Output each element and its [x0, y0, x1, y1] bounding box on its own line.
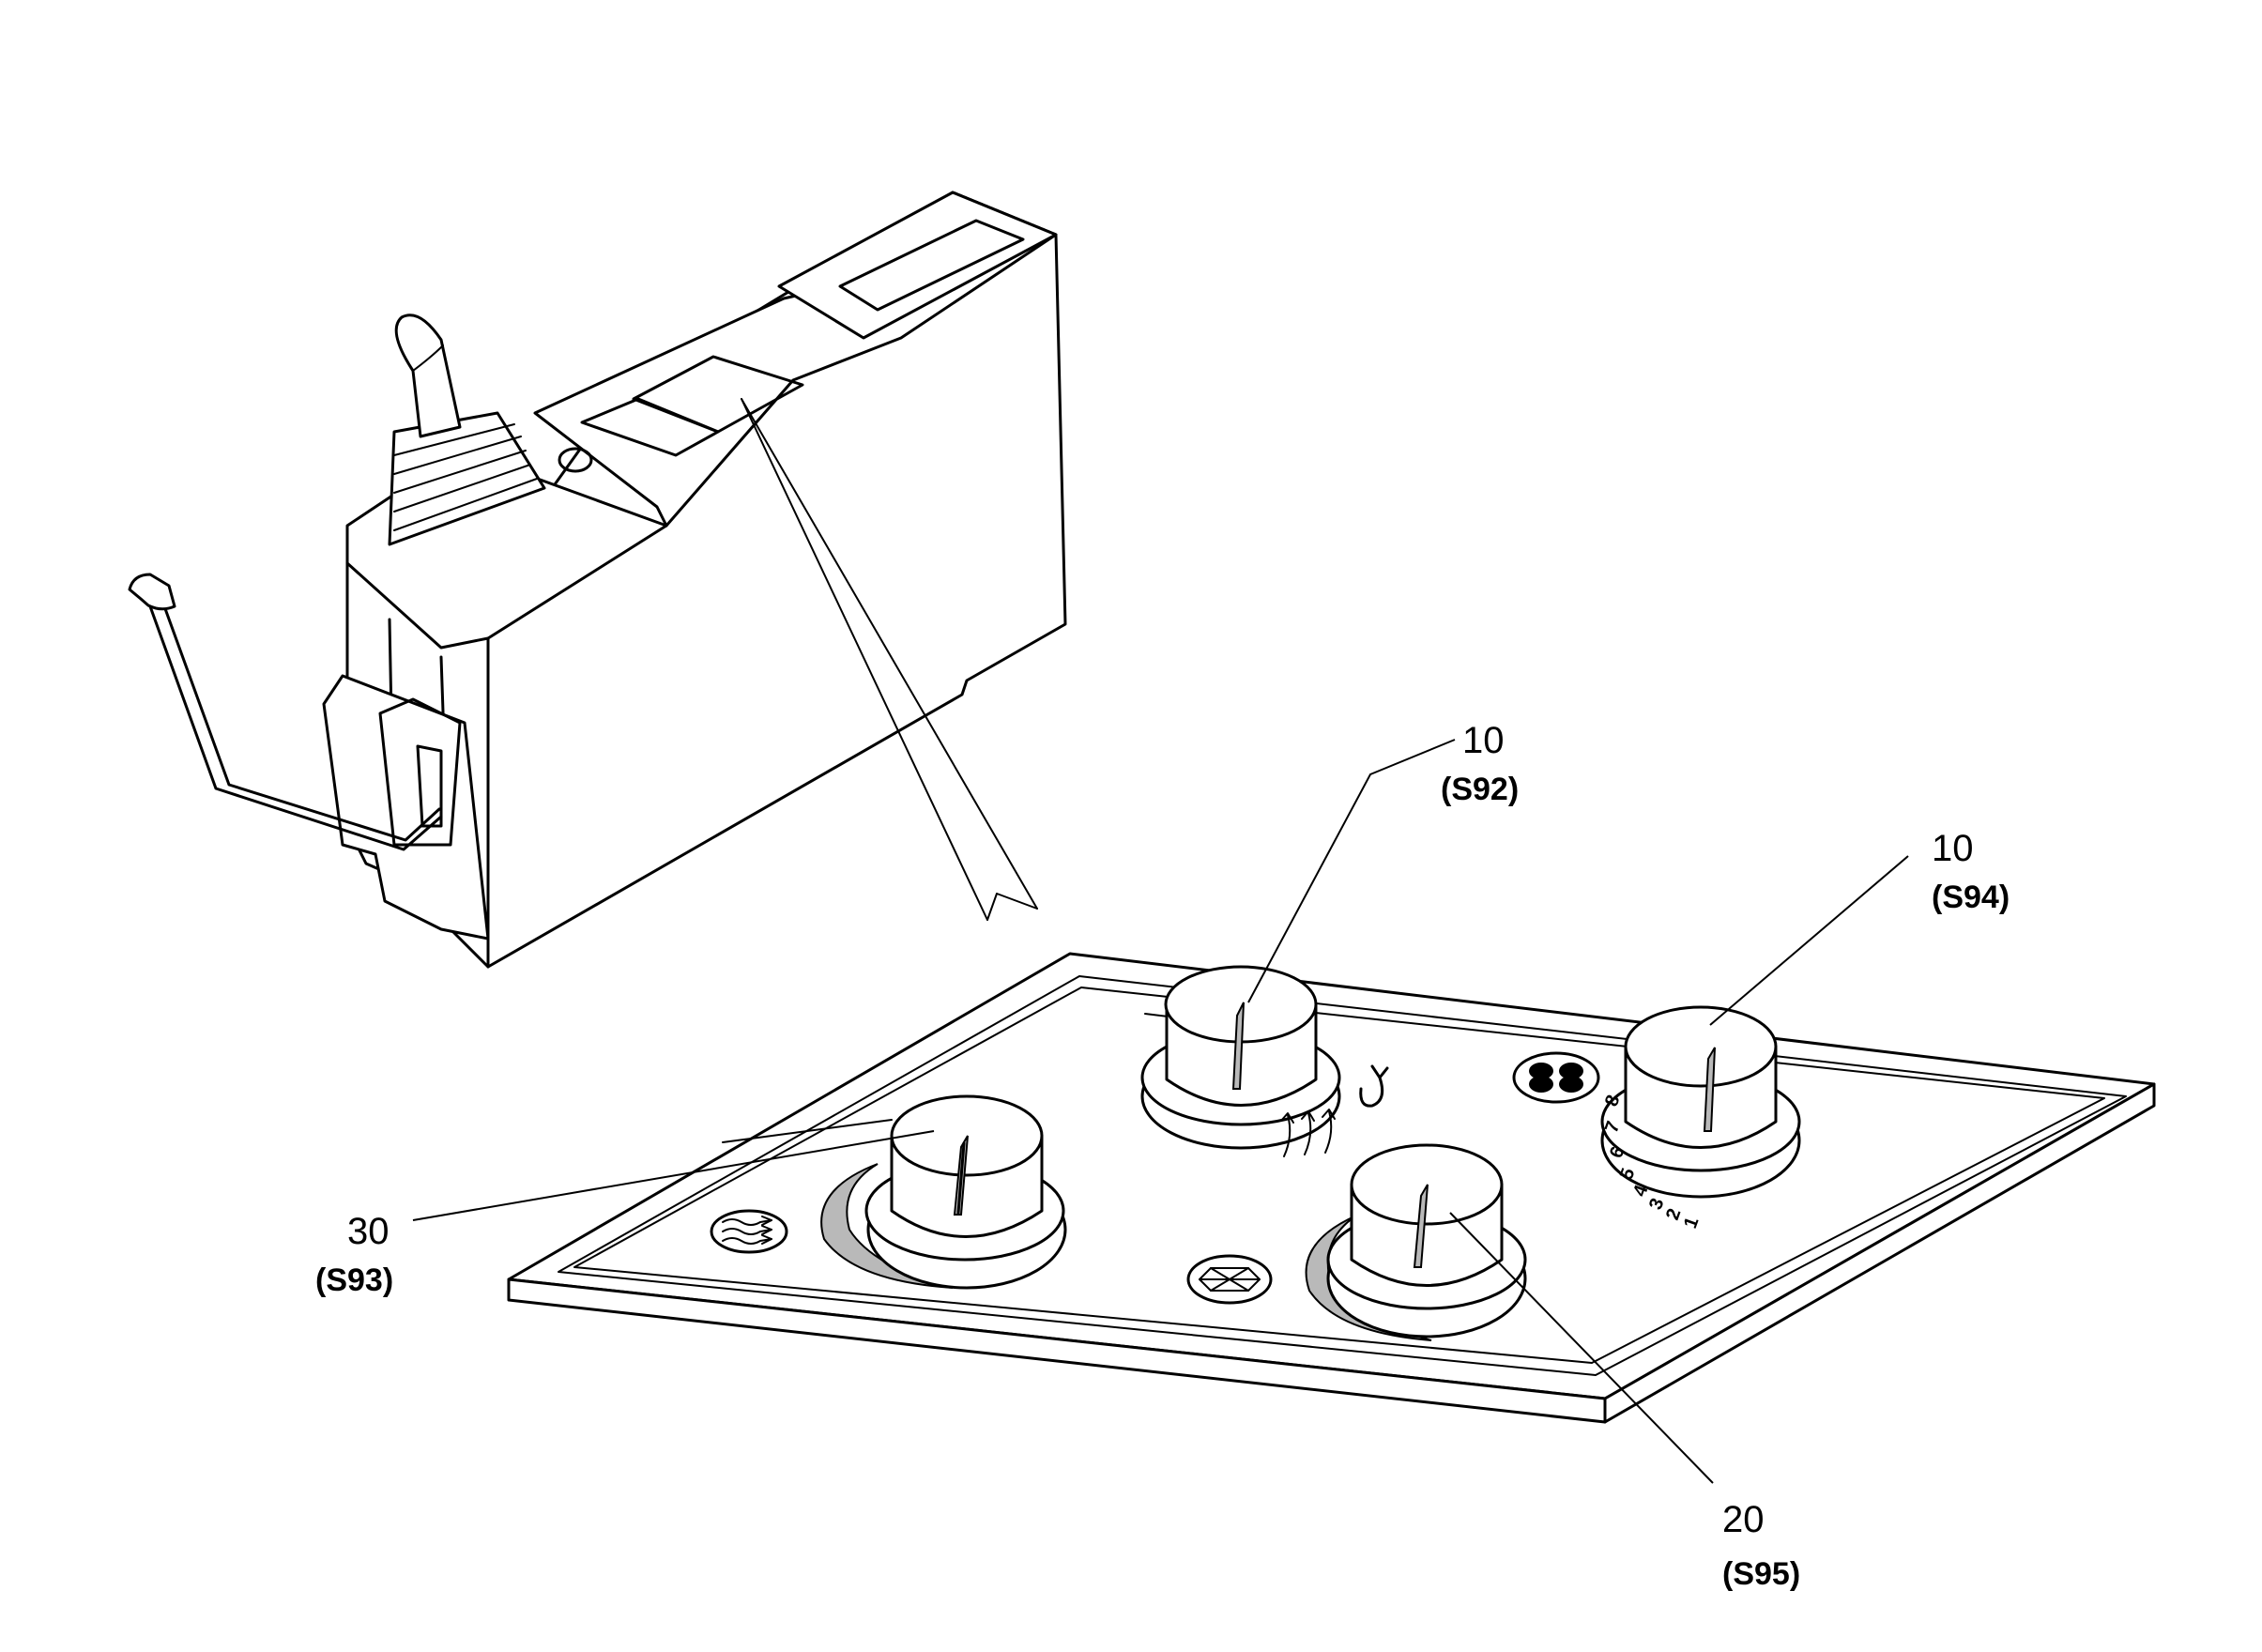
callout-code: (S92) — [1441, 772, 1519, 807]
recirculation-icon — [1359, 1064, 1389, 1108]
callout-code: (S94) — [1932, 880, 2010, 915]
callout-code: (S93) — [315, 1262, 393, 1298]
control-panel — [507, 952, 2156, 1424]
callout-number: 20 — [1722, 1499, 1765, 1540]
callout-number: 10 — [1932, 828, 1974, 869]
callout-number: 30 — [347, 1211, 390, 1252]
leader-s95 — [1449, 1212, 1714, 1484]
leader-s92 — [1247, 739, 1456, 1003]
callout-s92: 10 (S92) — [1441, 720, 1519, 807]
joystick-boot — [388, 411, 546, 546]
fan-icon — [1512, 1051, 1600, 1104]
control-unit — [128, 191, 1067, 969]
callout-code: (S95) — [1722, 1556, 1800, 1592]
callout-number: 10 — [1462, 720, 1505, 761]
knob-s95 — [1305, 1143, 1527, 1341]
heat-icon — [710, 1209, 788, 1254]
callout-s93: 30 (S93) — [315, 1211, 393, 1298]
lever — [128, 573, 443, 851]
joystick — [394, 314, 462, 438]
leader-lines — [412, 739, 1909, 1484]
air-flow-icon — [1280, 1109, 1336, 1157]
callout-s94: 10 (S94) — [1932, 828, 2010, 915]
leader-s93 — [412, 1130, 935, 1221]
zoom-lines — [741, 398, 1038, 921]
knob-s93 — [820, 1094, 1067, 1290]
knob-s94 — [1600, 1005, 1801, 1199]
callout-s95: 20 (S95) — [1722, 1499, 1800, 1592]
leader-s94 — [1709, 855, 1909, 1026]
snowflake-icon — [1186, 1254, 1273, 1305]
